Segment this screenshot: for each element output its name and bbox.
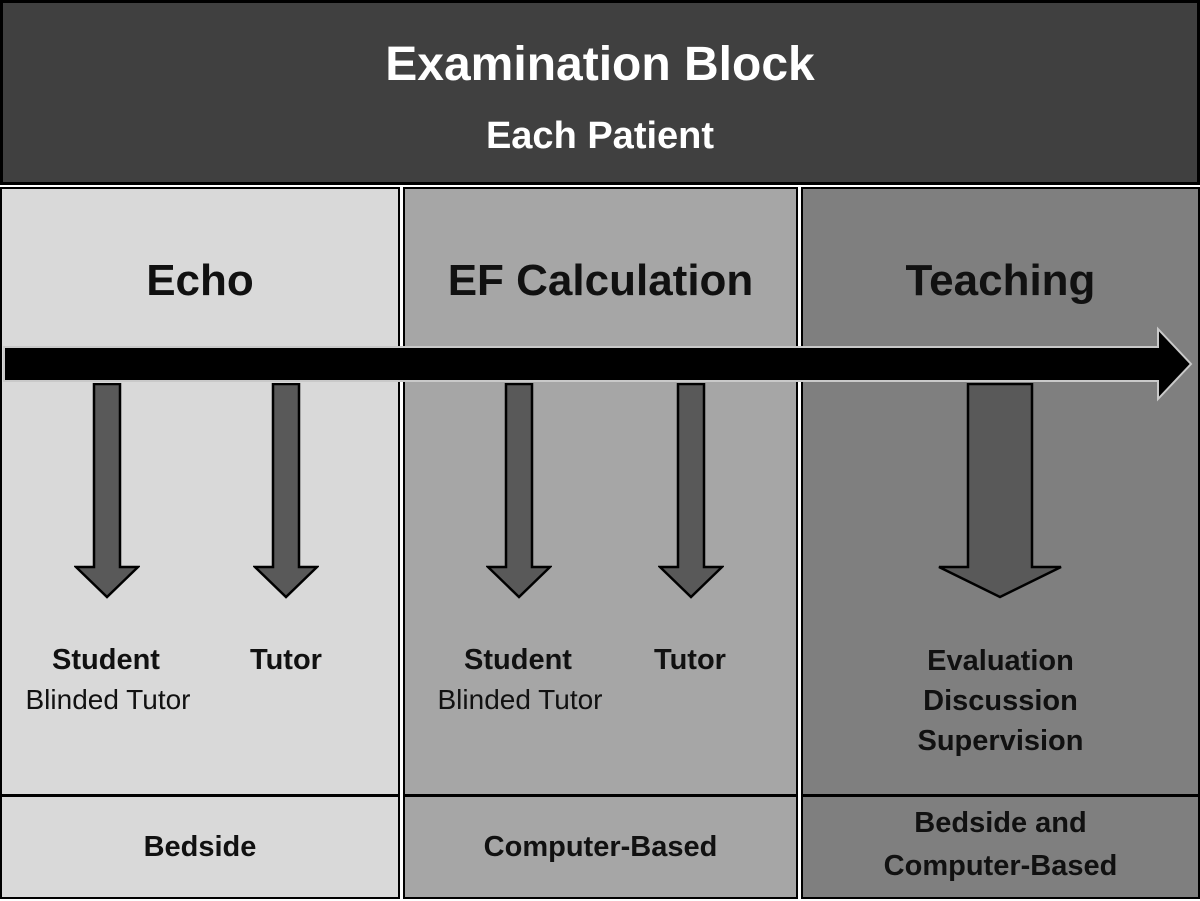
column-title: EF Calculation [447, 256, 754, 305]
mode-divider [803, 794, 1198, 797]
column-echo: Echo Student Tutor Blinded Tutor Bedside [0, 187, 400, 899]
column-ef-calculation: EF Calculation Student Tutor Blinded Tut… [403, 187, 798, 899]
role-label-student: Student [52, 644, 160, 676]
blinded-tutor-note: Blinded Tutor [437, 684, 603, 715]
column-title: Echo [146, 256, 254, 305]
role-label-student: Student [464, 644, 572, 676]
mode-label: Bedside [143, 831, 257, 863]
mode-divider [405, 794, 796, 797]
down-arrow-icon [74, 383, 140, 599]
timeline-arrow-icon [3, 326, 1193, 402]
down-arrow-icon [658, 383, 724, 599]
mode-label: Computer-Based [483, 831, 718, 863]
down-arrow-icon [253, 383, 319, 599]
header-subtitle: Each Patient [485, 115, 715, 157]
header-title: Examination Block [385, 38, 815, 91]
header-panel: Examination Block Each Patient [0, 0, 1200, 185]
mode-divider [2, 794, 398, 797]
down-arrow-icon [486, 383, 552, 599]
down-arrow-icon [938, 383, 1062, 599]
column-title: Teaching [905, 256, 1096, 305]
blinded-tutor-note: Blinded Tutor [25, 684, 191, 715]
role-label-tutor: Tutor [250, 644, 322, 676]
role-label-tutor: Tutor [654, 644, 726, 676]
